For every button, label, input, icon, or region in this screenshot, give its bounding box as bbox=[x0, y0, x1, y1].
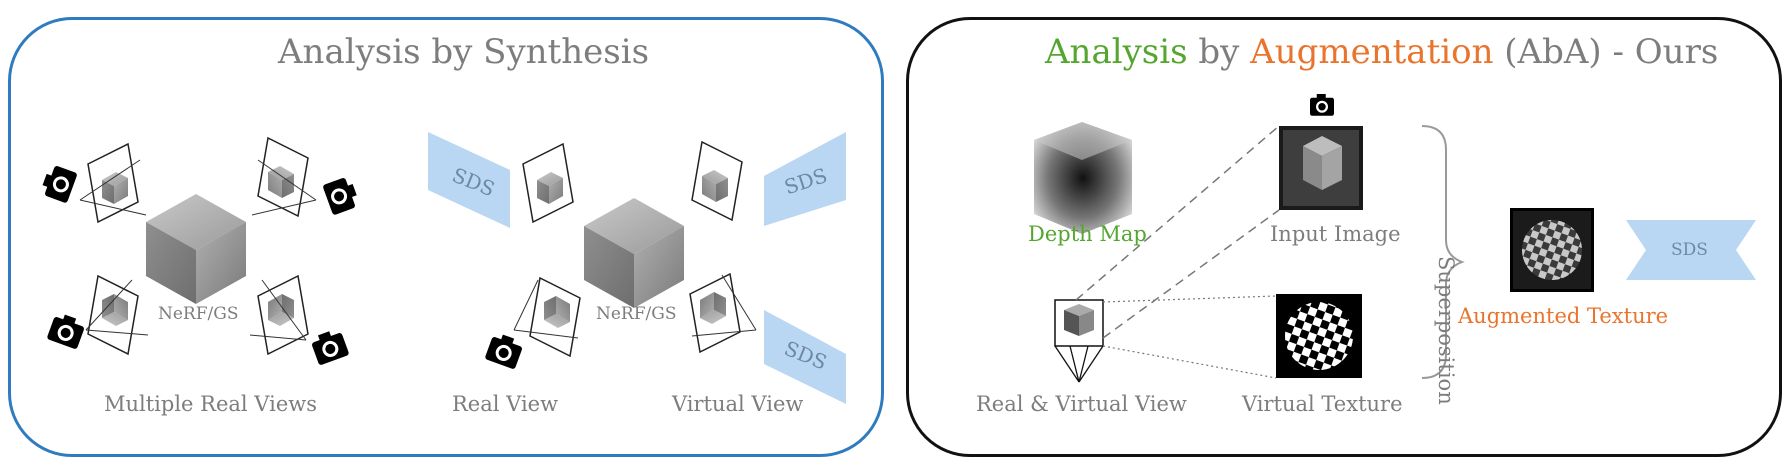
nerf-gs-label: NeRF/GS bbox=[158, 304, 239, 324]
caption-multiple-real-views: Multiple Real Views bbox=[104, 392, 318, 416]
camera-icon bbox=[39, 163, 78, 204]
label-real-virtual-view: Real & Virtual View bbox=[976, 392, 1187, 416]
camera-frustum bbox=[691, 141, 743, 221]
label-superposition: Superposition bbox=[1434, 256, 1458, 405]
hourglass-sds-icon: SDS bbox=[428, 132, 510, 228]
camera-frustum bbox=[87, 275, 139, 355]
input-image bbox=[1279, 126, 1363, 210]
title-word-by: by bbox=[1187, 32, 1251, 72]
camera-frustum bbox=[529, 277, 581, 357]
hourglass-sds-icon: SDS bbox=[764, 132, 846, 226]
caption-real-view: Real View bbox=[452, 392, 559, 416]
camera-icon bbox=[46, 311, 87, 350]
camera-icon bbox=[309, 327, 350, 366]
caption-virtual-view: Virtual View bbox=[672, 392, 804, 416]
sds-label: SDS bbox=[1671, 240, 1708, 260]
hourglass-sds-icon bbox=[1626, 220, 1756, 280]
label-virtual-texture: Virtual Texture bbox=[1242, 392, 1403, 416]
label-depth-map: Depth Map bbox=[1028, 222, 1147, 246]
hourglass-sds-icon: SDS bbox=[764, 310, 846, 404]
title-word-analysis: Analysis bbox=[1045, 32, 1188, 72]
nerf-gs-label: NeRF/GS bbox=[596, 304, 677, 324]
label-input-image: Input Image bbox=[1270, 222, 1401, 246]
title-analysis-by-augmentation: Analysis by Augmentation (AbA) - Ours bbox=[1045, 32, 1718, 72]
cube-icon bbox=[584, 198, 684, 308]
virtual-texture-image bbox=[1276, 294, 1362, 378]
camera-frustum bbox=[522, 143, 574, 223]
panel-analysis-by-augmentation bbox=[906, 17, 1782, 457]
brace-icon bbox=[1421, 125, 1465, 379]
title-word-augmentation: Augmentation bbox=[1250, 32, 1494, 72]
camera-icon bbox=[484, 331, 525, 370]
real-virtual-view-frustum bbox=[1054, 299, 1104, 383]
camera-icon bbox=[322, 175, 361, 216]
depth-map-image bbox=[1034, 122, 1132, 234]
camera-icon bbox=[1310, 94, 1334, 116]
camera-frustum bbox=[87, 143, 139, 223]
camera-frustum bbox=[257, 275, 309, 355]
label-augmented-texture: Augmented Texture bbox=[1458, 304, 1669, 328]
title-word-rest: (AbA) - Ours bbox=[1493, 32, 1719, 72]
title-analysis-by-synthesis: Analysis by Synthesis bbox=[278, 32, 650, 72]
augmented-texture-image bbox=[1510, 208, 1594, 292]
camera-frustum bbox=[689, 273, 741, 353]
cube-icon bbox=[146, 194, 246, 304]
